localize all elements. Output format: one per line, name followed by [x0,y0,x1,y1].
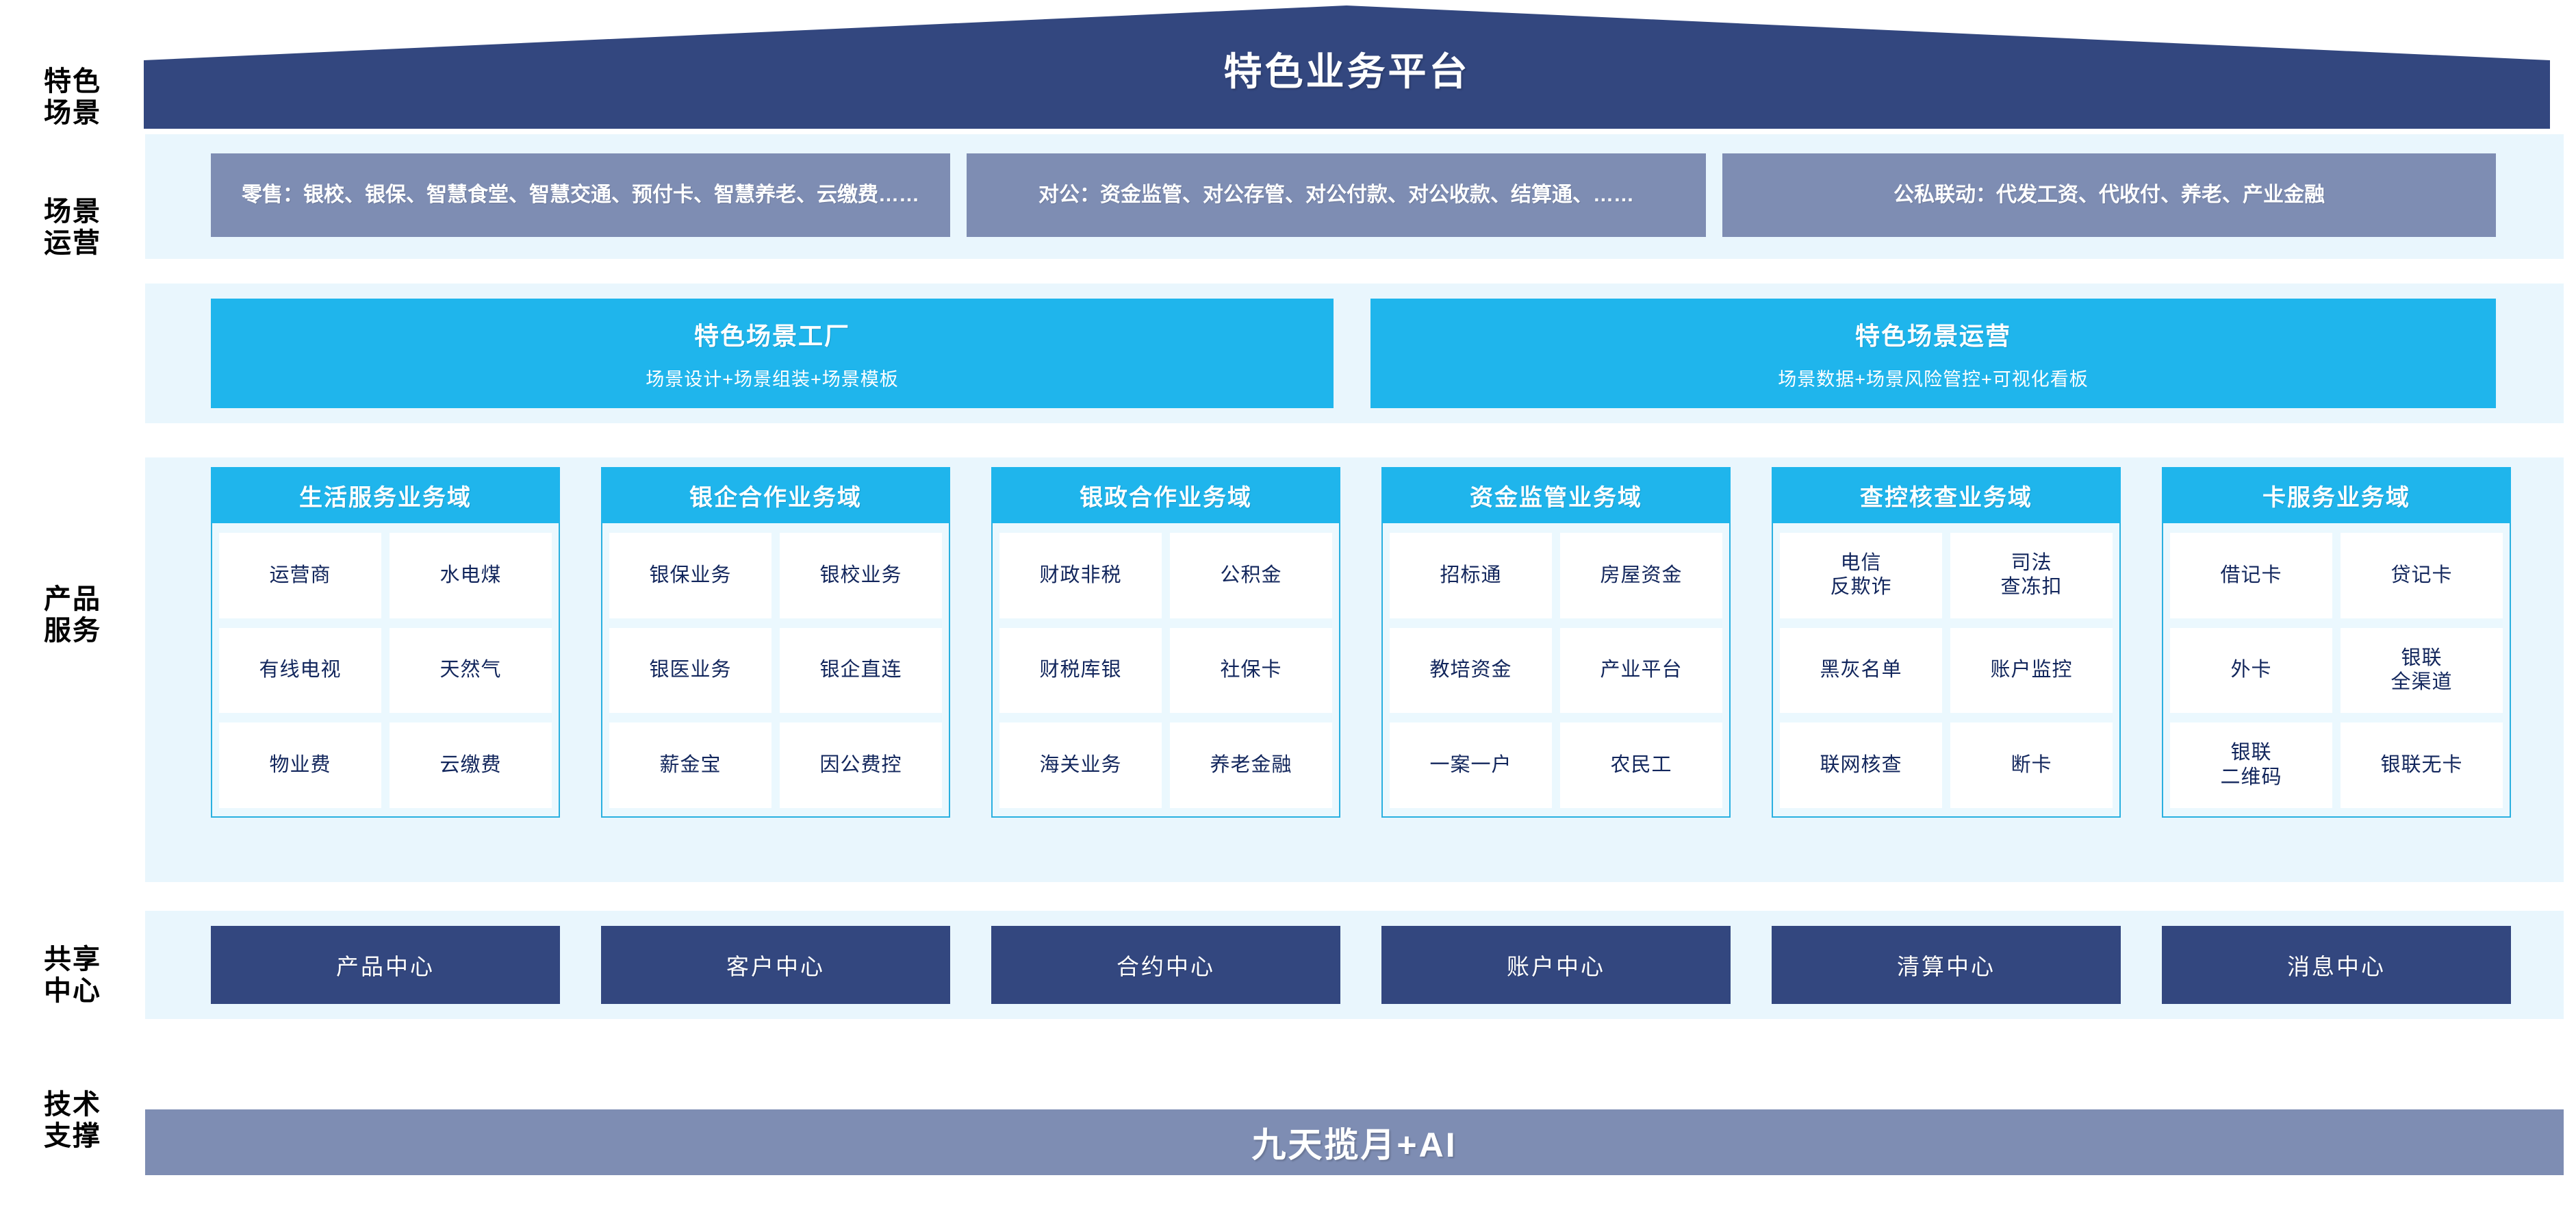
domain-item[interactable]: 司法查冻扣 [1950,533,2113,618]
row-label-operation-line1: 场景 [44,197,101,227]
domain-items-bank-enterprise: 银保业务 银校业务 银医业务 银企直连 薪金宝 因公费控 [601,523,950,818]
domain-item[interactable]: 银企直连 [780,627,942,714]
row-label-shared-line1: 共享 [44,944,101,975]
page-title: 特色业务平台 [1223,50,1470,93]
domain-items-fund-supervision: 招标通 房屋资金 教培资金 产业平台 一案一户 农民工 [1381,523,1731,818]
domain-item[interactable]: 贷记卡 [2341,533,2503,618]
domain-card-card-service[interactable]: 卡服务业务域 借记卡 贷记卡 外卡 银联全渠道 银联二维码 银联无卡 [2162,467,2511,818]
domain-item[interactable]: 云缴费 [390,722,552,808]
domain-card-bank-enterprise[interactable]: 银企合作业务域 银保业务 银校业务 银医业务 银企直连 薪金宝 因公费控 [601,467,950,818]
domain-item[interactable]: 财税库银 [999,627,1162,714]
domain-item[interactable]: 养老金融 [1170,722,1332,808]
domain-item[interactable]: 因公费控 [780,722,942,808]
scene-ops-subtitle: 场景数据+场景风险管控+可视化看板 [1778,368,2089,390]
platform-roof: 特色业务平台 [144,5,2550,129]
domain-item[interactable]: 借记卡 [2170,533,2332,618]
scenario-linkage-text: 公私联动：代发工资、代收付、养老、产业金融 [1893,183,2325,206]
row-label-shared: 共享 中心 [12,944,133,1007]
shared-center-band: 产品中心 客户中心 合约中心 账户中心 清算中心 消息中心 [145,911,2564,1019]
domain-card-fund-supervision[interactable]: 资金监管业务域 招标通 房屋资金 教培资金 产业平台 一案一户 农民工 [1381,467,1731,818]
row-label-tech-line1: 技术 [44,1090,101,1120]
row-label-operation: 场景 运营 [12,196,133,259]
scenario-box-linkage[interactable]: 公私联动：代发工资、代收付、养老、产业金融 [1722,153,2496,237]
row-label-shared-line2: 中心 [44,976,101,1006]
domain-item[interactable]: 电信反欺诈 [1780,533,1942,618]
domain-item[interactable]: 一案一户 [1390,722,1552,808]
domain-title-bank-enterprise: 银企合作业务域 [601,467,950,523]
domain-item[interactable]: 天然气 [390,627,552,714]
shared-center-clearing[interactable]: 清算中心 [1772,926,2121,1004]
shared-center-contract[interactable]: 合约中心 [991,926,1340,1004]
domain-title-card-service: 卡服务业务域 [2162,467,2511,523]
domain-item[interactable]: 教培资金 [1390,627,1552,714]
domain-items-investigation: 电信反欺诈 司法查冻扣 黑灰名单 账户监控 联网核查 断卡 [1772,523,2121,818]
domain-items-life-service: 运营商 水电煤 有线电视 天然气 物业费 云缴费 [211,523,560,818]
domain-item[interactable]: 有线电视 [219,627,381,714]
scenario-box-corporate[interactable]: 对公：资金监管、对公存管、对公付款、对公收款、结算通、…… [967,153,1706,237]
scene-factory-subtitle: 场景设计+场景组装+场景模板 [646,368,899,390]
domain-item[interactable]: 联网核查 [1780,722,1942,808]
shared-center-account[interactable]: 账户中心 [1381,926,1731,1004]
domain-item[interactable]: 水电煤 [390,533,552,618]
domain-item[interactable]: 农民工 [1560,722,1722,808]
domain-item[interactable]: 外卡 [2170,627,2332,714]
scene-factory-title: 特色场景工厂 [693,321,850,350]
domain-title-investigation: 查控核查业务域 [1772,467,2121,523]
scenario-box-retail[interactable]: 零售：银校、银保、智慧食堂、智慧交通、预付卡、智慧养老、云缴费…… [211,153,950,237]
domain-item[interactable]: 薪金宝 [609,722,771,808]
row-label-tech: 技术 支撑 [12,1089,133,1152]
scenario-retail-text: 零售：银校、银保、智慧食堂、智慧交通、预付卡、智慧养老、云缴费…… [242,183,919,206]
roof-shape [144,5,2550,129]
row-label-product-line2: 服务 [44,616,101,646]
domain-item[interactable]: 财政非税 [999,533,1162,618]
domain-item[interactable]: 运营商 [219,533,381,618]
shared-center-product[interactable]: 产品中心 [211,926,560,1004]
row-label-scenario: 特色 场景 [12,66,133,129]
domain-card-bank-government[interactable]: 银政合作业务域 财政非税 公积金 财税库银 社保卡 海关业务 养老金融 [991,467,1340,818]
operation-box-scene-factory[interactable]: 特色场景工厂 场景设计+场景组装+场景模板 [211,299,1334,408]
domain-item[interactable]: 账户监控 [1950,627,2113,714]
domain-items-card-service: 借记卡 贷记卡 外卡 银联全渠道 银联二维码 银联无卡 [2162,523,2511,818]
domain-item[interactable]: 银联全渠道 [2341,627,2503,714]
domain-item[interactable]: 断卡 [1950,722,2113,808]
scenario-band: 零售：银校、银保、智慧食堂、智慧交通、预付卡、智慧养老、云缴费…… 对公：资金监… [145,134,2564,259]
row-label-product-line1: 产品 [44,584,101,614]
domain-item[interactable]: 招标通 [1390,533,1552,618]
domain-item[interactable]: 公积金 [1170,533,1332,618]
scenario-corporate-text: 对公：资金监管、对公存管、对公付款、对公收款、结算通、…… [1038,183,1634,206]
row-label-scenario-line1: 特色 [44,66,101,97]
domain-item[interactable]: 房屋资金 [1560,533,1722,618]
row-label-scenario-line2: 场景 [44,98,101,128]
domain-item[interactable]: 银联无卡 [2341,722,2503,808]
domain-item[interactable]: 银保业务 [609,533,771,618]
domain-title-fund-supervision: 资金监管业务域 [1381,467,1731,523]
domain-item[interactable]: 物业费 [219,722,381,808]
domain-item[interactable]: 社保卡 [1170,627,1332,714]
operation-band: 特色场景工厂 场景设计+场景组装+场景模板 特色场景运营 场景数据+场景风险管控… [145,284,2564,423]
domain-card-investigation[interactable]: 查控核查业务域 电信反欺诈 司法查冻扣 黑灰名单 账户监控 联网核查 断卡 [1772,467,2121,818]
row-label-tech-line2: 支撑 [44,1121,101,1151]
domain-item[interactable]: 银联二维码 [2170,722,2332,808]
domain-item[interactable]: 银校业务 [780,533,942,618]
domain-item[interactable]: 黑灰名单 [1780,627,1942,714]
product-band: 生活服务业务域 运营商 水电煤 有线电视 天然气 物业费 云缴费 银企合作业务域… [145,457,2564,882]
tech-support-bar[interactable]: 九天揽月+AI [145,1109,2564,1175]
domain-item[interactable]: 银医业务 [609,627,771,714]
row-label-rail: 特色 场景 场景 运营 产品 服务 共享 中心 技术 支撑 [0,0,145,1232]
shared-center-message[interactable]: 消息中心 [2162,926,2511,1004]
domain-item[interactable]: 产业平台 [1560,627,1722,714]
domain-title-bank-government: 银政合作业务域 [991,467,1340,523]
domain-items-bank-government: 财政非税 公积金 财税库银 社保卡 海关业务 养老金融 [991,523,1340,818]
domain-card-life-service[interactable]: 生活服务业务域 运营商 水电煤 有线电视 天然气 物业费 云缴费 [211,467,560,818]
row-label-product: 产品 服务 [12,583,133,646]
scene-ops-title: 特色场景运营 [1854,321,2011,350]
row-label-operation-line2: 运营 [44,228,101,258]
operation-box-scene-ops[interactable]: 特色场景运营 场景数据+场景风险管控+可视化看板 [1370,299,2496,408]
domain-item[interactable]: 海关业务 [999,722,1162,808]
domain-title-life-service: 生活服务业务域 [211,467,560,523]
shared-center-customer[interactable]: 客户中心 [601,926,950,1004]
